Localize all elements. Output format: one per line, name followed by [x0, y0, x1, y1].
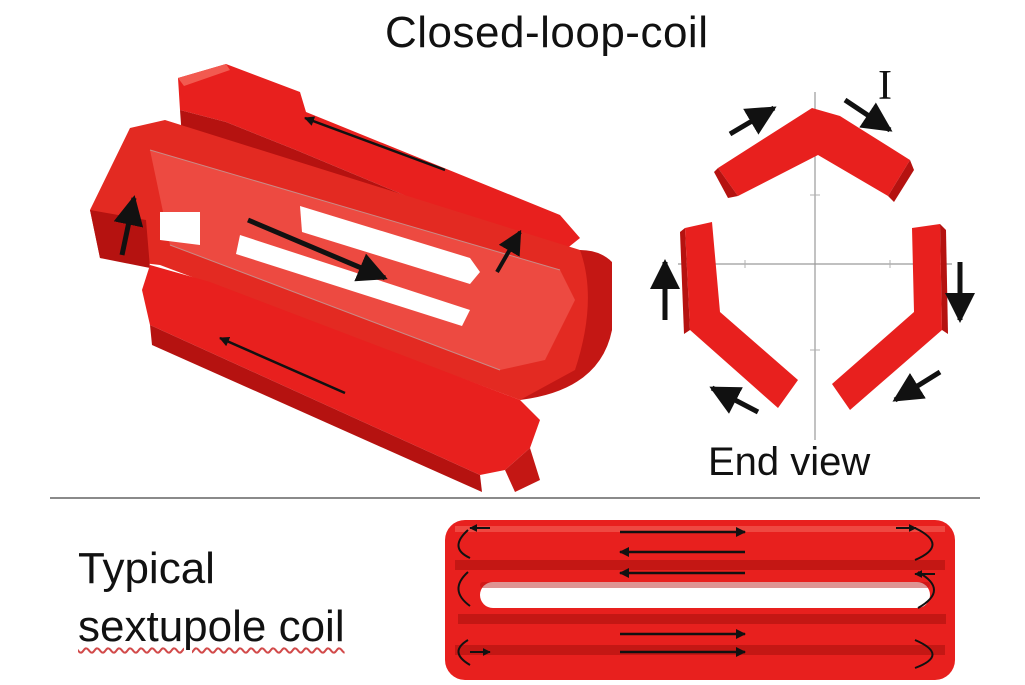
- typical-line-1: Typical: [78, 544, 215, 593]
- end-view-arrow-2: [843, 97, 893, 133]
- end-view-arrow-6: [892, 369, 942, 403]
- right-bracket-coil: [832, 224, 948, 410]
- current-label: I: [878, 63, 892, 109]
- end-view-arrow-5: [709, 385, 760, 415]
- top-bar-arrow: [304, 116, 446, 172]
- sextupole-coil: [445, 520, 955, 680]
- typical-coil-label: Typical sextupole coil: [78, 540, 345, 656]
- saddle-arrow-right: [495, 229, 522, 273]
- end-view-arrow-1: [728, 105, 777, 137]
- bottom-bar-arrow: [219, 336, 346, 395]
- saddle-arrow-main: [247, 217, 388, 282]
- closed-loop-coil-3d: [90, 64, 612, 492]
- end-view-label: End view: [708, 440, 871, 484]
- figure-title: Closed-loop-coil: [385, 8, 709, 57]
- top-chevron-coil: [714, 108, 914, 202]
- end-view: [650, 92, 975, 440]
- left-bracket-coil: [680, 222, 798, 408]
- typical-line-2: sextupole coil: [78, 602, 345, 651]
- section-divider: [50, 497, 980, 499]
- saddle-frame: [90, 120, 612, 400]
- saddle-arrow-left: [113, 195, 144, 256]
- bottom-coil-bar: [142, 265, 540, 492]
